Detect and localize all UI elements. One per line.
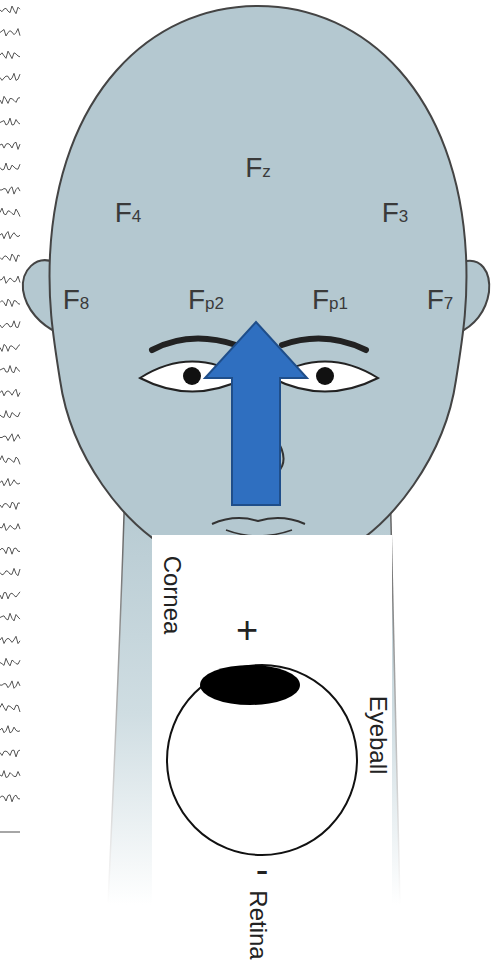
- eeg-trace: [0, 73, 20, 80]
- eeg-trace: [0, 254, 20, 262]
- eeg-trace: [0, 118, 20, 125]
- eeg-trace: [0, 547, 20, 554]
- electrode-label: F8: [63, 286, 90, 314]
- eyebrow: [282, 339, 366, 350]
- eeg-trace: [0, 704, 20, 713]
- eeg-trace: [0, 96, 20, 103]
- pupil: [183, 367, 201, 385]
- polarity-sign: -: [256, 851, 269, 889]
- eeg-trace: [0, 232, 20, 239]
- eeg-trace: [0, 434, 20, 442]
- eeg-trace: [0, 636, 20, 643]
- part-label: Eyeball: [366, 696, 390, 775]
- eeg-trace: [0, 523, 20, 530]
- eeg-trace: [0, 366, 20, 373]
- eeg-trace: [0, 208, 20, 217]
- electrode-label: F4: [115, 199, 142, 227]
- eeg-trace: [0, 276, 20, 283]
- eeg-trace: [0, 592, 20, 599]
- part-label: Retina: [246, 890, 270, 959]
- eeg-trace: [0, 344, 20, 351]
- eeg-trace: [0, 299, 20, 306]
- eeg-trace: [0, 613, 20, 621]
- eeg-trace: [0, 726, 20, 733]
- eeg-trace: [0, 456, 20, 465]
- electrode-label: F3: [382, 199, 409, 227]
- eeg-trace: [0, 187, 20, 194]
- electrode-label: Fp2: [188, 286, 224, 314]
- electrode-label: F7: [427, 286, 454, 314]
- eeg-trace: [0, 479, 20, 486]
- head-outline: [49, 6, 466, 578]
- polarity-sign: +: [236, 611, 258, 649]
- electrode-label: Fz: [245, 154, 271, 182]
- eyebrow: [152, 339, 236, 350]
- eeg-trace: [0, 658, 20, 666]
- mouth: [212, 518, 305, 524]
- direction-arrow: [205, 322, 307, 505]
- neck-outline: [108, 480, 125, 905]
- eeg-trace: [0, 568, 20, 575]
- cornea-cap: [200, 665, 300, 705]
- eeg-trace: [0, 411, 20, 418]
- eeg-trace: [0, 142, 20, 149]
- eyeball-circle: [167, 665, 357, 855]
- eeg-trace: [0, 6, 20, 14]
- eeg-trace: [0, 321, 20, 328]
- trace-baseline: [0, 831, 20, 833]
- pupil: [316, 367, 334, 385]
- eeg-trace: [0, 771, 20, 778]
- inset-panel: [152, 535, 392, 973]
- eeg-trace: [0, 29, 20, 36]
- eeg-trace: [0, 681, 20, 688]
- eeg-trace: [0, 795, 20, 802]
- part-label: Cornea: [160, 556, 184, 635]
- eeg-trace: [0, 389, 20, 396]
- eeg-trace: [0, 163, 20, 170]
- eeg-trace: [0, 750, 20, 757]
- eeg-trace: [0, 51, 20, 59]
- eeg-trace: [0, 502, 20, 509]
- electrode-label: Fp1: [312, 286, 348, 314]
- eeg-traces: [0, 6, 20, 802]
